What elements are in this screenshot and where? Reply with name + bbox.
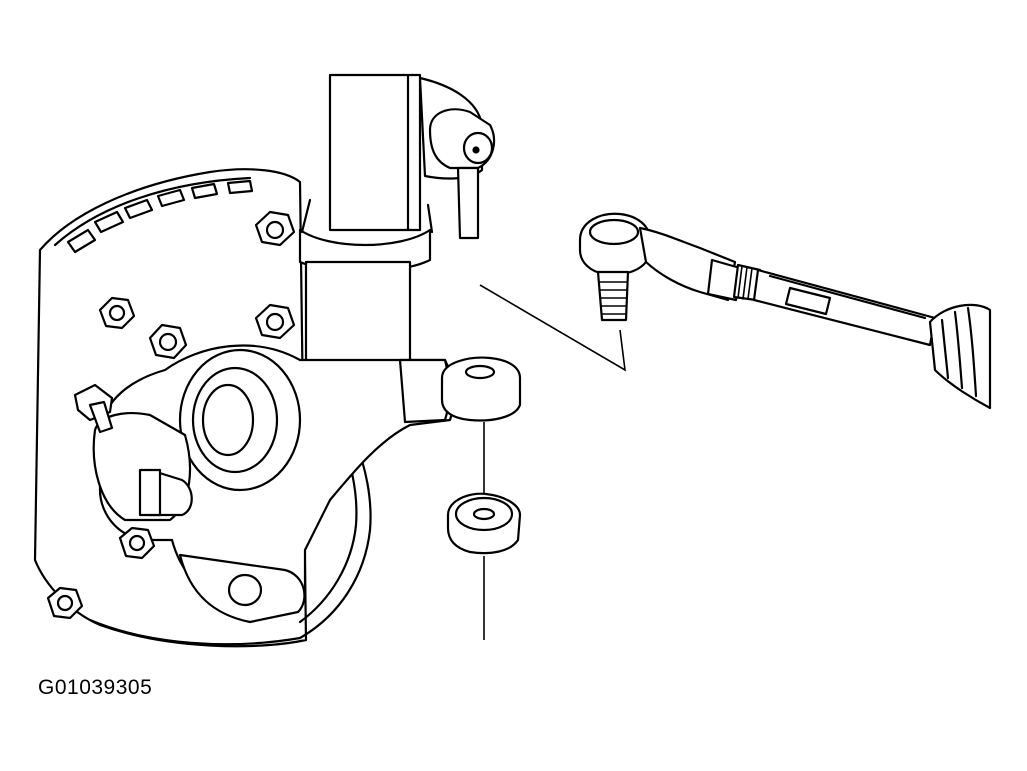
steering-knuckle [92,344,455,624]
stud-threads [599,281,628,315]
outer-tie-rod-end [578,212,762,322]
bolt-strut-lower [254,303,296,340]
strut-top-bolt [428,108,496,240]
tie-rod-boss [440,356,522,422]
bolt-upper-left [98,296,136,330]
lower-knuckle-boss [178,553,306,624]
rotor-vent-slots [66,179,254,254]
inner-tie-rod [752,268,992,410]
leader-lines [479,284,626,640]
caliper-mount [92,412,193,522]
castle-nut [446,492,522,555]
figure-code: G01039305 [38,676,153,699]
rod-threads [737,265,753,300]
caliper-bolts [46,210,296,620]
bleeder-valve [73,383,114,434]
strut-assembly [298,73,496,391]
bolt-lower-left [46,586,84,620]
bolt-lower-mid [118,526,156,560]
bolt-upper-mid [148,323,188,360]
bolt-strut-upper [254,210,296,247]
hub-bore [178,348,302,492]
tie-rod-boot [928,303,992,410]
